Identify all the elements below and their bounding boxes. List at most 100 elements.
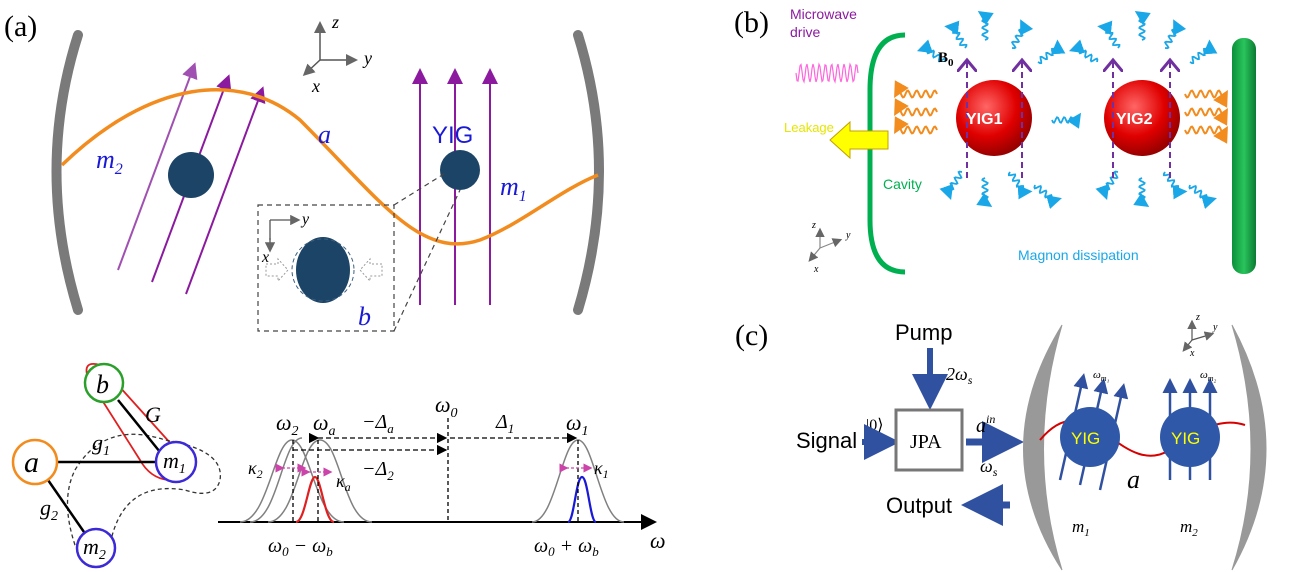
cavity-photon-waves <box>894 80 1228 144</box>
magnon-dissipation-wave <box>1010 19 1034 50</box>
magnon-dissipation-wave <box>1069 39 1099 63</box>
magnon-dissipation-wave <box>977 11 994 41</box>
pump-label: Pump <box>895 320 952 345</box>
axis-z-label: z <box>331 12 339 32</box>
label-m1: m1 <box>500 172 527 205</box>
cavity-label: Cavity <box>883 176 922 192</box>
b0-label: B0 <box>938 50 954 69</box>
leakage-arrow <box>829 120 889 160</box>
cavity-mode-wave <box>60 88 599 246</box>
magnon-dissipation-wave <box>917 39 947 63</box>
tick-omega0: ω0 <box>435 392 458 421</box>
yig1-sphere <box>956 80 1032 156</box>
c-label-m2: m2 <box>1180 517 1198 539</box>
magnon-dissipation-wave <box>1133 177 1150 207</box>
deformation-inset: y x <box>257 171 461 332</box>
c-left-mirror <box>1023 324 1063 571</box>
label-minus-delta-2: −Δ2 <box>362 458 394 483</box>
tick-omega1: ω1 <box>566 410 589 439</box>
panel-c-label: (c) <box>735 319 768 352</box>
magnon-dissipation-wave <box>1051 112 1081 129</box>
cavity-photon-wave <box>1184 107 1228 126</box>
cavity-right-wall <box>1232 38 1256 274</box>
inset-axis-x: x <box>261 249 269 266</box>
signal-label: Signal <box>796 428 857 453</box>
omega-s-label: ωs <box>980 456 998 479</box>
c-yig-left-label: YIG <box>1071 429 1100 448</box>
pump-frequency: 2ωs <box>946 364 973 387</box>
axis-omega: ω <box>650 528 666 553</box>
graph-coupling-g2: g2 <box>40 495 58 524</box>
axis-y-label: y <box>362 48 372 68</box>
sphere-m1 <box>440 150 480 190</box>
c-yig-right-label: YIG <box>1171 429 1200 448</box>
magnon-dissipation-wave <box>1037 39 1066 65</box>
magnon-dissipation-wave <box>976 177 993 207</box>
graph-coupling-g1: g1 <box>92 430 110 459</box>
magnon-dissipation-wave <box>1189 39 1218 65</box>
panel-b-label: (b) <box>734 6 769 39</box>
c-right-mirror <box>1231 324 1267 571</box>
tick-omega0-plus-omegab: ω0 + ωb <box>534 535 599 559</box>
output-label: Output <box>886 493 952 518</box>
microwave-label: Microwave <box>790 6 857 22</box>
cavity-photon-wave <box>1184 125 1228 144</box>
magnon-dissipation-label: Magnon dissipation <box>1018 247 1139 263</box>
c-label-m1: m1 <box>1072 517 1090 539</box>
cavity-photon-wave <box>894 80 938 99</box>
axes-b: z y x <box>808 220 851 275</box>
microwave-drive-wave <box>795 62 859 84</box>
left-mirror <box>51 30 83 315</box>
magnon-dissipation-wave <box>1163 19 1187 50</box>
magnon-dissipation-wave <box>1097 20 1121 49</box>
b-axis-x: x <box>813 264 819 275</box>
graph-node-m1: m1 <box>163 448 186 477</box>
axis-x-label: x <box>311 76 320 96</box>
yig2-label: YIG2 <box>1116 111 1153 128</box>
label-m2: m2 <box>96 145 123 178</box>
magnon-dissipation-wave <box>944 20 968 49</box>
ain-label: ain <box>976 412 995 437</box>
cavity-photon-wave <box>894 98 938 117</box>
b-axis-z: z <box>811 220 816 231</box>
c-label-a: a <box>1127 465 1140 494</box>
cavity-left-wall <box>867 32 906 275</box>
tick-omega2: ω2 <box>276 410 299 439</box>
c-label-wm1: ωm₁ <box>1093 369 1110 383</box>
cavity-photon-wave <box>1184 89 1228 108</box>
magnon-dissipation-wave <box>1162 171 1188 200</box>
magnon-dissipation-wave <box>1095 170 1119 200</box>
cavity-photon-wave <box>894 116 938 135</box>
leakage-label: Leakage <box>784 120 834 135</box>
tick-omegaa: ωa <box>313 410 336 439</box>
graph-node-b: b <box>96 370 109 399</box>
label-b: b <box>358 302 371 331</box>
graph-coupling-G: G <box>145 402 161 427</box>
magnon-dissipation-wave <box>1033 184 1062 209</box>
label-delta-1: Δ1 <box>495 411 514 436</box>
sphere-m2 <box>168 152 214 198</box>
right-mirror <box>573 30 604 315</box>
magnon-dissipation-wave <box>1007 171 1033 200</box>
drive-label: drive <box>790 24 821 40</box>
label-yig: YIG <box>432 122 473 149</box>
magnon-dissipation-wave <box>1134 11 1151 41</box>
label-kappa2: κ2 <box>248 458 263 481</box>
c-label-wm2: ωm₂ <box>1200 369 1217 383</box>
c-right-yig <box>1160 378 1220 480</box>
magnon-dissipation-waves <box>917 11 1218 209</box>
axes-a: z y x <box>302 12 372 96</box>
vacuum-ket: |0⟩ <box>866 417 883 434</box>
c-axis-x: x <box>1189 348 1195 359</box>
yig1-label: YIG1 <box>966 111 1003 128</box>
tick-omega0-minus-omegab: ω0 − ωb <box>268 535 333 559</box>
label-a: a <box>318 120 331 149</box>
magnon-dissipation-wave <box>1188 184 1217 209</box>
label-minus-delta-a: −Δa <box>362 411 394 436</box>
label-kappa1: κ1 <box>594 458 609 481</box>
magnon-dissipation-wave <box>939 170 963 200</box>
label-kappaa: κa <box>336 471 351 494</box>
jpa-box <box>894 408 964 472</box>
